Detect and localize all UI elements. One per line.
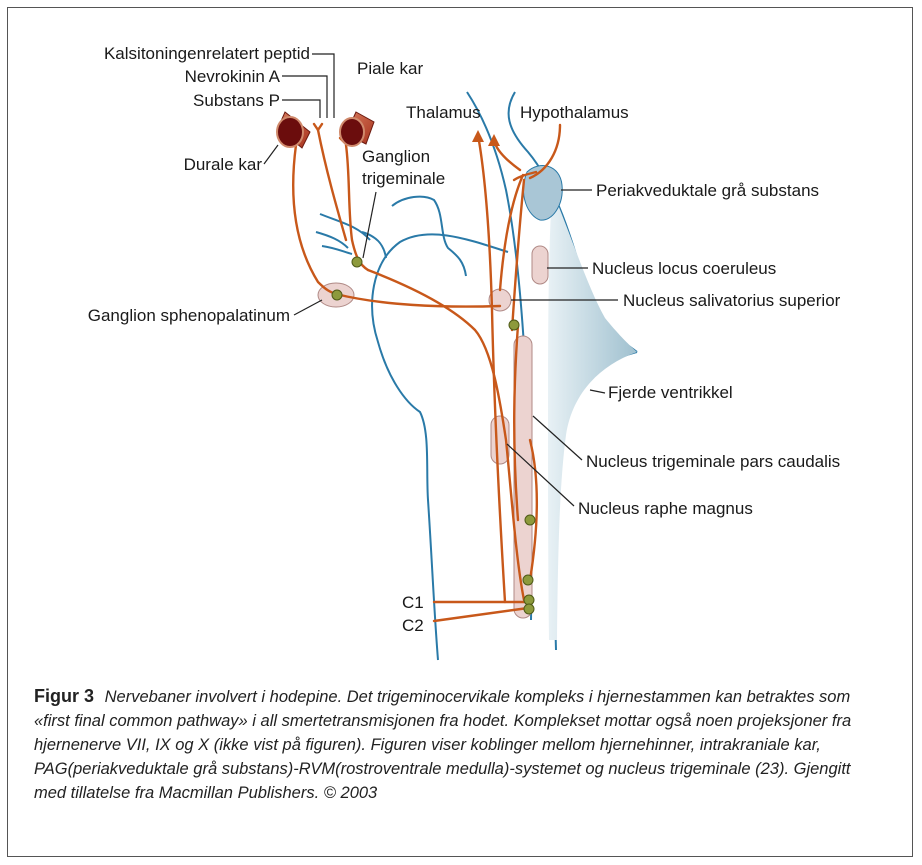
pial-vessel bbox=[340, 112, 374, 146]
label-substance-p: Substans P bbox=[193, 91, 280, 110]
label-cgrp: Kalsitoningenrelatert peptid bbox=[104, 44, 310, 63]
trigeminal-ganglion bbox=[352, 257, 362, 267]
label-c1: C1 bbox=[402, 593, 424, 612]
arrowheads bbox=[472, 130, 500, 146]
label-dural-vessel: Durale kar bbox=[184, 155, 263, 174]
caption-label: Figur 3 bbox=[34, 686, 94, 706]
label-ganglion-trigeminale-2: trigeminale bbox=[362, 169, 445, 188]
label-hypothalamus: Hypothalamus bbox=[520, 103, 629, 122]
label-thalamus: Thalamus bbox=[406, 103, 481, 122]
label-pars-caudalis: Nucleus trigeminale pars caudalis bbox=[586, 452, 840, 471]
label-neurokinin: Nevrokinin A bbox=[185, 67, 281, 86]
locus-coeruleus-nucleus bbox=[532, 246, 548, 284]
figure-caption: Figur 3 Nervebaner involvert i hodepine.… bbox=[34, 684, 864, 805]
label-salivatorius: Nucleus salivatorius superior bbox=[623, 291, 841, 310]
label-c2: C2 bbox=[402, 616, 424, 635]
label-ganglion-trigeminale-1: Ganglion bbox=[362, 147, 430, 166]
fourth-ventricle-shape bbox=[548, 190, 637, 640]
headache-pathway-diagram: Kalsitoningenrelatert peptid Nevrokinin … bbox=[0, 0, 922, 670]
label-pag: Periakveduktale grå substans bbox=[596, 181, 819, 200]
dural-vessel bbox=[277, 112, 310, 148]
label-pial-vessel: Piale kar bbox=[357, 59, 423, 78]
caption-text: Nervebaner involvert i hodepine. Det tri… bbox=[34, 688, 851, 802]
label-raphe-magnus: Nucleus raphe magnus bbox=[578, 499, 753, 518]
label-sphenopalatine: Ganglion sphenopalatinum bbox=[88, 306, 290, 325]
label-fourth-ventricle: Fjerde ventrikkel bbox=[608, 383, 733, 402]
label-locus-coeruleus: Nucleus locus coeruleus bbox=[592, 259, 776, 278]
